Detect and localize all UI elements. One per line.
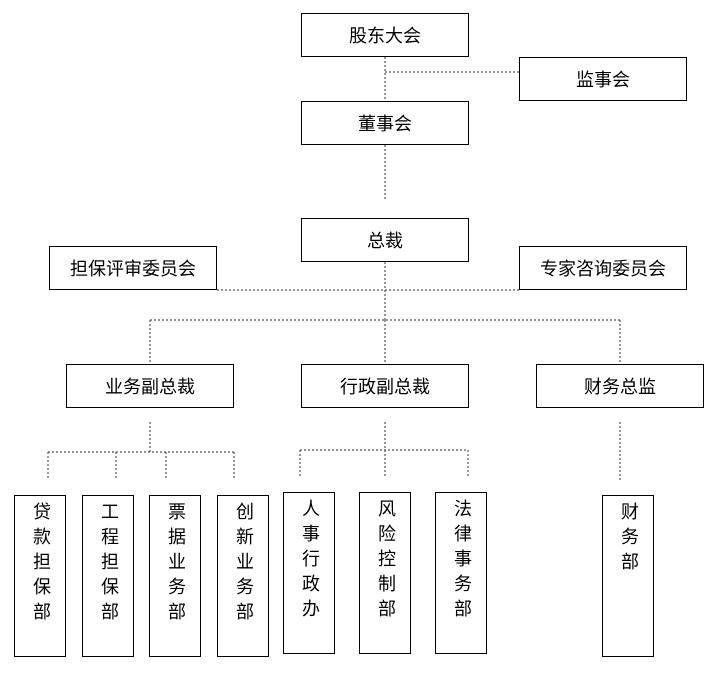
node-label: 贷款担保部: [30, 502, 51, 627]
node-label: 工程担保部: [98, 502, 119, 627]
node-label: 财务部: [618, 502, 639, 577]
node-label: 创新业务部: [233, 502, 254, 627]
node-legal-affairs-dept: 法律事务部: [435, 492, 487, 654]
node-board: 董事会: [301, 101, 469, 145]
node-label: 财务总监: [584, 377, 656, 398]
node-label: 风险控制部: [375, 499, 396, 624]
node-expert-committee: 专家咨询委员会: [519, 246, 687, 290]
node-supervisors: 监事会: [519, 57, 687, 101]
node-label: 法律事务部: [451, 499, 472, 624]
node-hr-admin-office: 人事行政办: [283, 492, 335, 654]
node-label: 专家咨询委员会: [540, 259, 666, 280]
node-vp-admin: 行政副总裁: [301, 364, 469, 408]
node-vp-business: 业务副总裁: [66, 364, 234, 408]
node-label: 票据业务部: [165, 502, 186, 627]
node-finance-director: 财务总监: [536, 364, 704, 408]
node-label: 股东大会: [349, 26, 421, 47]
node-president: 总裁: [301, 218, 469, 262]
node-shareholders: 股东大会: [301, 13, 469, 57]
node-label: 监事会: [576, 70, 630, 91]
node-label: 业务副总裁: [105, 377, 195, 398]
node-finance-dept: 财务部: [602, 495, 654, 657]
node-label: 担保评审委员会: [70, 259, 196, 280]
node-label: 行政副总裁: [340, 377, 430, 398]
node-label: 人事行政办: [299, 499, 320, 624]
node-label: 董事会: [358, 114, 412, 135]
node-bill-business-dept: 票据业务部: [149, 495, 201, 657]
node-project-guarantee-dept: 工程担保部: [82, 495, 134, 657]
node-guarantee-committee: 担保评审委员会: [49, 246, 217, 290]
node-risk-control-dept: 风险控制部: [359, 492, 411, 654]
node-loan-guarantee-dept: 贷款担保部: [14, 495, 66, 657]
node-label: 总裁: [367, 231, 403, 252]
node-innovation-business-dept: 创新业务部: [217, 495, 269, 657]
